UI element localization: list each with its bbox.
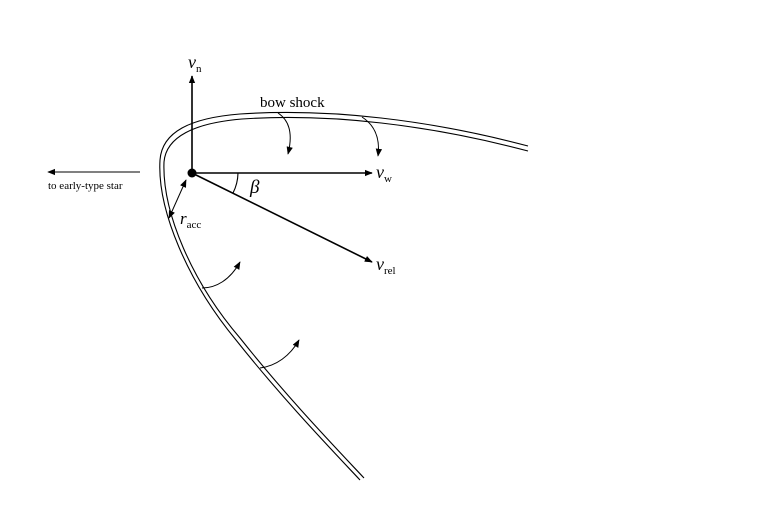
- to-star-label: to early-type star: [48, 180, 123, 192]
- bow-shock-label: bow shock: [260, 95, 325, 111]
- racc-arrow: [168, 179, 187, 219]
- racc-label: racc: [180, 209, 201, 231]
- beta-label: β: [249, 177, 260, 198]
- vrel-arrow: [191, 172, 373, 263]
- vrel-label: vrel: [376, 254, 396, 277]
- beta-angle-arc: [232, 172, 239, 194]
- flow-arrow-lower-left: [201, 261, 241, 289]
- star-dot: [187, 168, 197, 178]
- vw-label: vw: [376, 162, 392, 185]
- flow-arrow-top-left: [277, 112, 293, 155]
- bow-shock-curve: [159, 111, 529, 481]
- flow-arrow-lower-right: [259, 339, 300, 369]
- vn-label: vn: [188, 52, 202, 75]
- flow-arrow-top-right: [361, 116, 383, 157]
